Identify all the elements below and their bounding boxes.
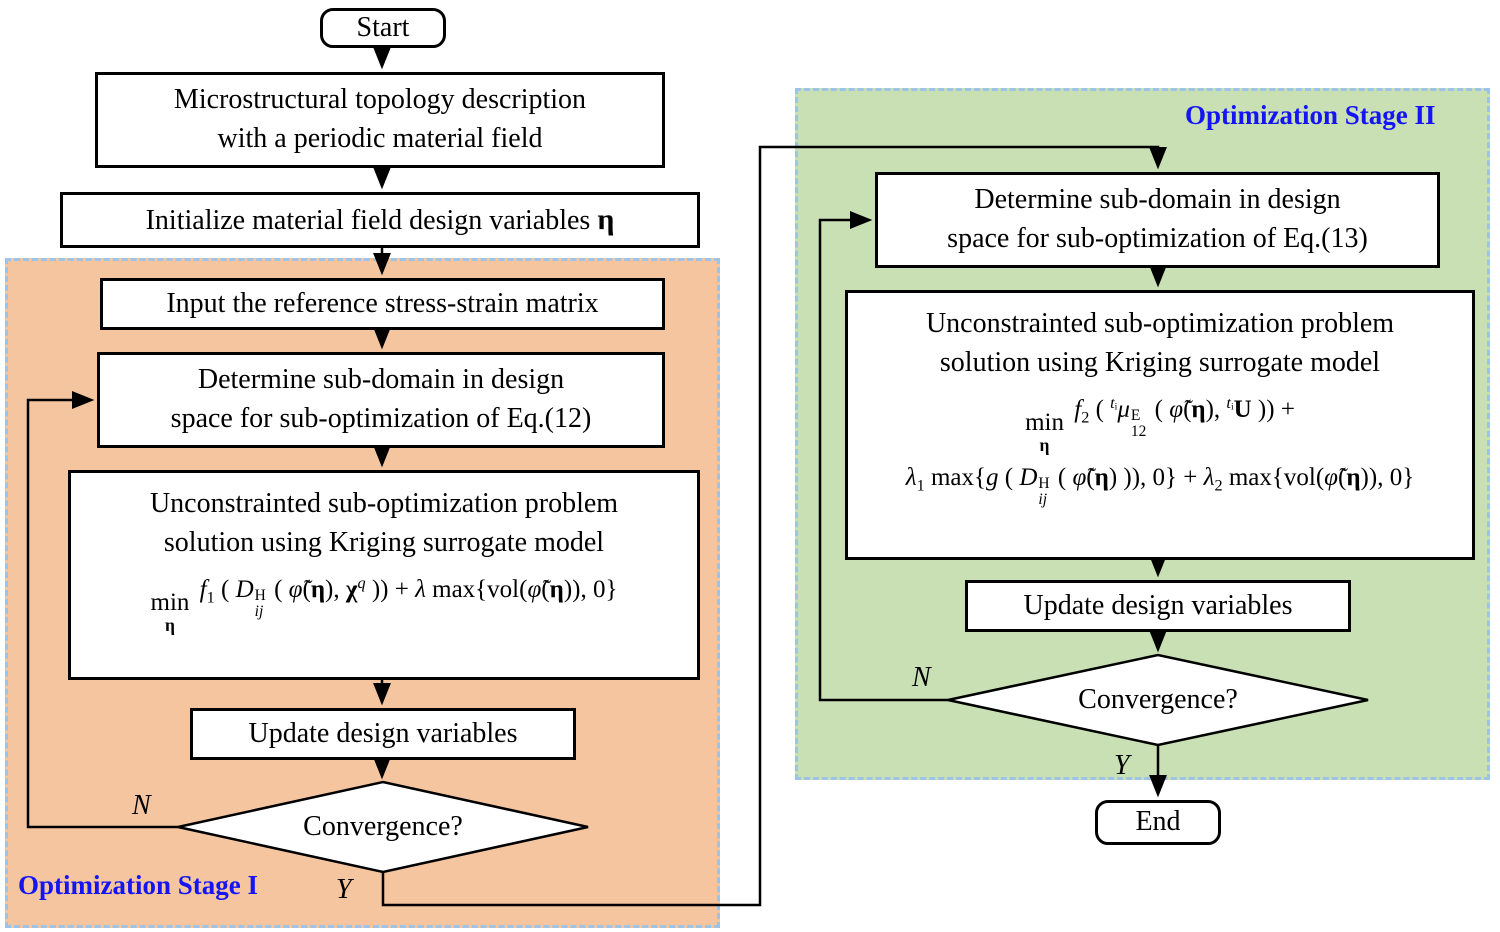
convergence2-yes-label: Y [1114,750,1130,781]
convergence1-no-label: N [132,790,151,821]
suboptimization2-heading: Unconstrainted sub-optimization problem … [926,305,1394,382]
microstructural-node: Microstructural topology description wit… [95,72,665,168]
suboptimization1-node: Unconstrainted sub-optimization problem … [68,470,700,680]
update2-label: Update design variables [1023,589,1293,621]
suboptimization1-heading: Unconstrainted sub-optimization problem … [150,485,618,562]
suboptimization2-line2: solution using Kriging surrogate model [939,346,1381,378]
eta-variable: η [597,203,615,237]
convergence1-yes-label: Y [336,874,352,905]
suboptimization1-line2: solution using Kriging surrogate model [163,526,605,558]
stage2-label: Optimization Stage II [1185,100,1436,130]
input-reference-label: Input the reference stress-strain matrix [166,287,599,319]
convergence1-diamond [177,780,589,874]
subdomain1-line1: Determine sub-domain in design [197,364,565,396]
end-label: End [1135,806,1181,838]
convergence1-label: Convergence? [303,811,463,842]
convergence2-diamond [947,653,1369,747]
start-label: Start [356,11,410,43]
subdomain2-line1: Determine sub-domain in design [974,184,1341,216]
convergence2-no-label: N [912,662,931,693]
initialize-node: Initialize material field design variabl… [60,192,700,248]
suboptimization2-node: Unconstrainted sub-optimization problem … [845,290,1475,560]
arrow-conv1-yes-to-stage2 [381,145,1167,907]
convergence1-text: Convergence? [178,782,588,872]
update1-node: Update design variables [190,708,576,760]
initialize-label: Initialize material field design variabl… [146,199,615,241]
initialize-text: Initialize material field design variabl… [145,205,598,237]
stage1-label: Optimization Stage I [18,870,258,900]
start-node: Start [320,8,446,48]
convergence2-text: Convergence? [948,655,1368,745]
subdomain2-node: Determine sub-domain in design space for… [875,172,1440,268]
subdomain2-label: Determine sub-domain in design space for… [947,181,1368,258]
suboptimization2-line1: Unconstrainted sub-optimization problem [925,308,1395,339]
microstructural-line1: Microstructural topology description [173,84,587,116]
microstructural-label: Microstructural topology description wit… [174,81,586,158]
update1-label: Update design variables [248,717,518,749]
arrow-conv2-no-loop [818,211,948,702]
subdomain1-label: Determine sub-domain in design space for… [171,361,592,438]
suboptimization1-line1: Unconstrainted sub-optimization problem [149,488,619,519]
end-node: End [1095,800,1221,845]
update2-node: Update design variables [965,580,1351,632]
convergence2-label: Convergence? [1078,684,1238,715]
microstructural-line2: with a periodic material field [217,123,543,154]
arrow-conv1-no-loop [26,391,178,829]
subdomain1-line2: space for sub-optimization of Eq.(12) [170,403,592,434]
input-reference-node: Input the reference stress-strain matrix [100,278,665,330]
subdomain2-line2: space for sub-optimization of Eq.(13) [947,223,1368,254]
subdomain1-node: Determine sub-domain in design space for… [97,352,665,448]
